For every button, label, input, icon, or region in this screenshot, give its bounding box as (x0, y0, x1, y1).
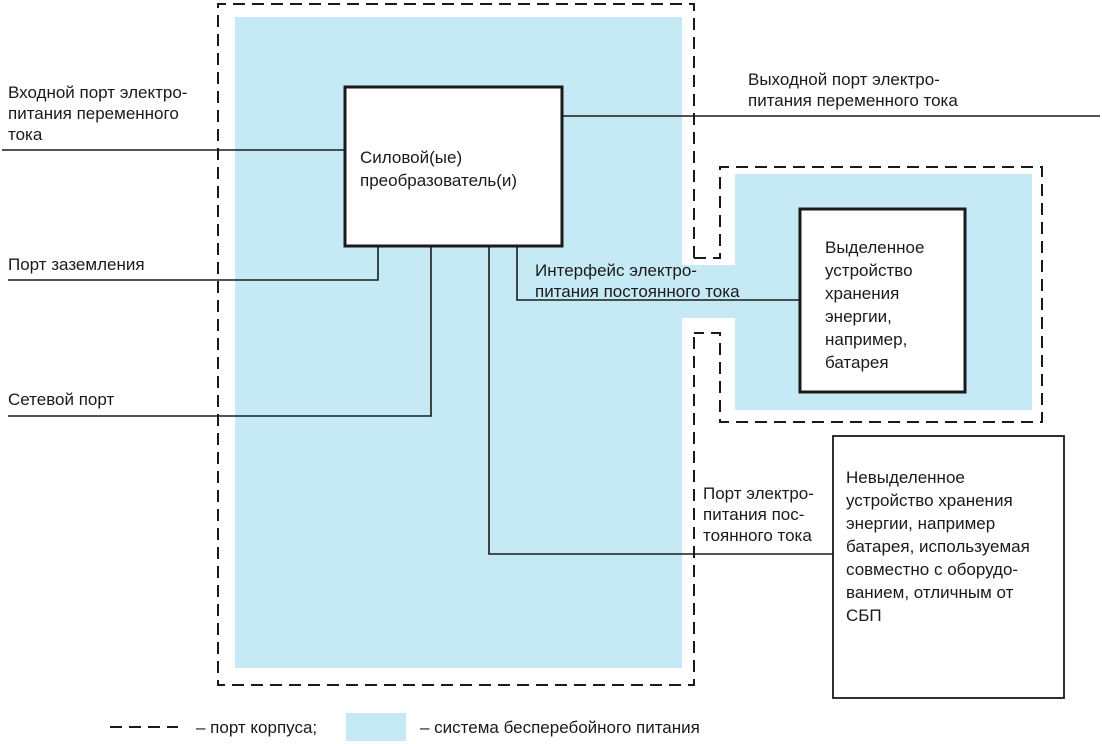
non-dedicated-storage-block (832, 435, 1065, 699)
ground-line (8, 246, 379, 281)
power-converter-block (343, 85, 564, 248)
network-port-label: Сетевой порт (8, 390, 115, 409)
ac-output-port-label: Выходной порт электро- питания переменно… (748, 70, 958, 110)
dedicated-storage-label: Выделенное устройство хранения энергии, … (825, 238, 925, 372)
legend-fill-swatch (346, 713, 406, 741)
enclosure-port-boundary (217, 3, 695, 686)
dc-port-line (488, 246, 833, 555)
non-dedicated-storage-label: Невыделенное устройство хранения энергии… (846, 468, 1030, 625)
ac-input-port-label: Входной порт электро- питания переменног… (8, 83, 188, 144)
dc-interface-line (516, 246, 800, 301)
ground-port-label: Порт заземления (8, 255, 145, 274)
dedicated-storage-block (798, 207, 967, 394)
dc-interface-label: Интерфейс электро- питания постоянного т… (535, 261, 740, 301)
power-converter-label: Силовой(ые) преобразователь(и) (360, 148, 518, 190)
network-line (8, 246, 432, 417)
ups-system-connector-area (680, 265, 738, 318)
legend-ups-system-label: – система бесперебойного питания (420, 718, 700, 737)
legend-enclosure-port-label: – порт корпуса; (196, 718, 318, 737)
enclosure-port-upper-notch (694, 166, 1043, 423)
dc-port-label: Порт электро- питания пос- тоянного тока (703, 484, 814, 545)
